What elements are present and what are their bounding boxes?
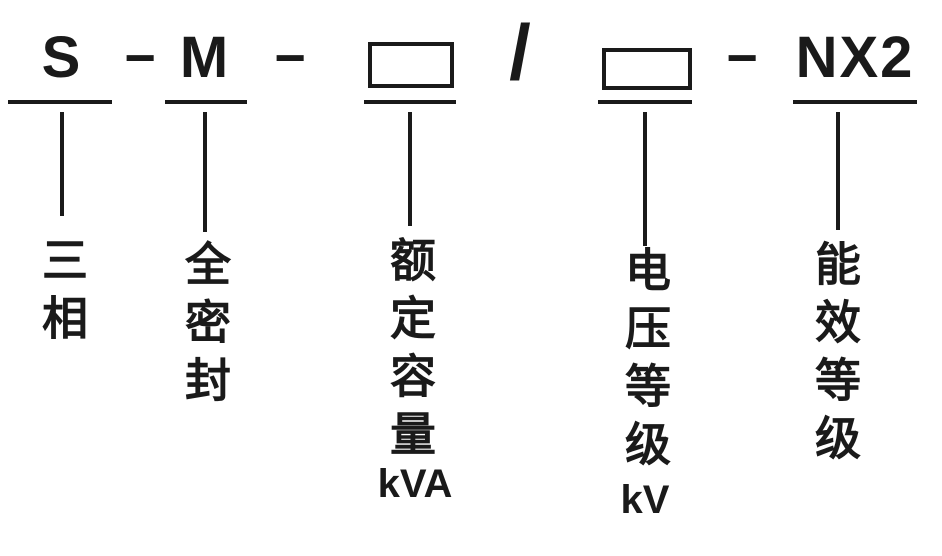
- connector-line-capacity: [408, 112, 412, 226]
- label-voltage-level: 电压等级: [619, 246, 671, 478]
- connector-line-sealed: [203, 112, 207, 232]
- code-letter-sealed: M: [179, 25, 231, 90]
- dash-separator-1: −: [124, 28, 156, 88]
- connector-line-phase: [60, 112, 64, 216]
- label-efficiency-grade: 能效等级: [809, 240, 861, 472]
- label-three-phase: 三相: [36, 236, 88, 352]
- dash-separator-3: −: [726, 28, 758, 88]
- underline-capacity: [364, 100, 456, 104]
- unit-kv: kV: [620, 478, 670, 522]
- connector-line-voltage: [643, 112, 647, 246]
- code-letter-efficiency: NX2: [795, 25, 915, 90]
- capacity-placeholder-box: [368, 42, 454, 88]
- label-rated-capacity: 额定容量: [384, 236, 436, 468]
- dash-separator-2: −: [274, 28, 306, 88]
- underline-voltage: [598, 100, 692, 104]
- underline-phase: [8, 100, 112, 104]
- label-fully-sealed: 全密封: [179, 240, 231, 414]
- slash-separator: /: [509, 8, 531, 96]
- code-letter-phase: S: [41, 25, 83, 90]
- unit-kva: kVA: [377, 462, 453, 506]
- voltage-placeholder-box: [602, 48, 692, 90]
- underline-sealed: [165, 100, 247, 104]
- connector-line-efficiency: [836, 112, 840, 230]
- underline-efficiency: [793, 100, 917, 104]
